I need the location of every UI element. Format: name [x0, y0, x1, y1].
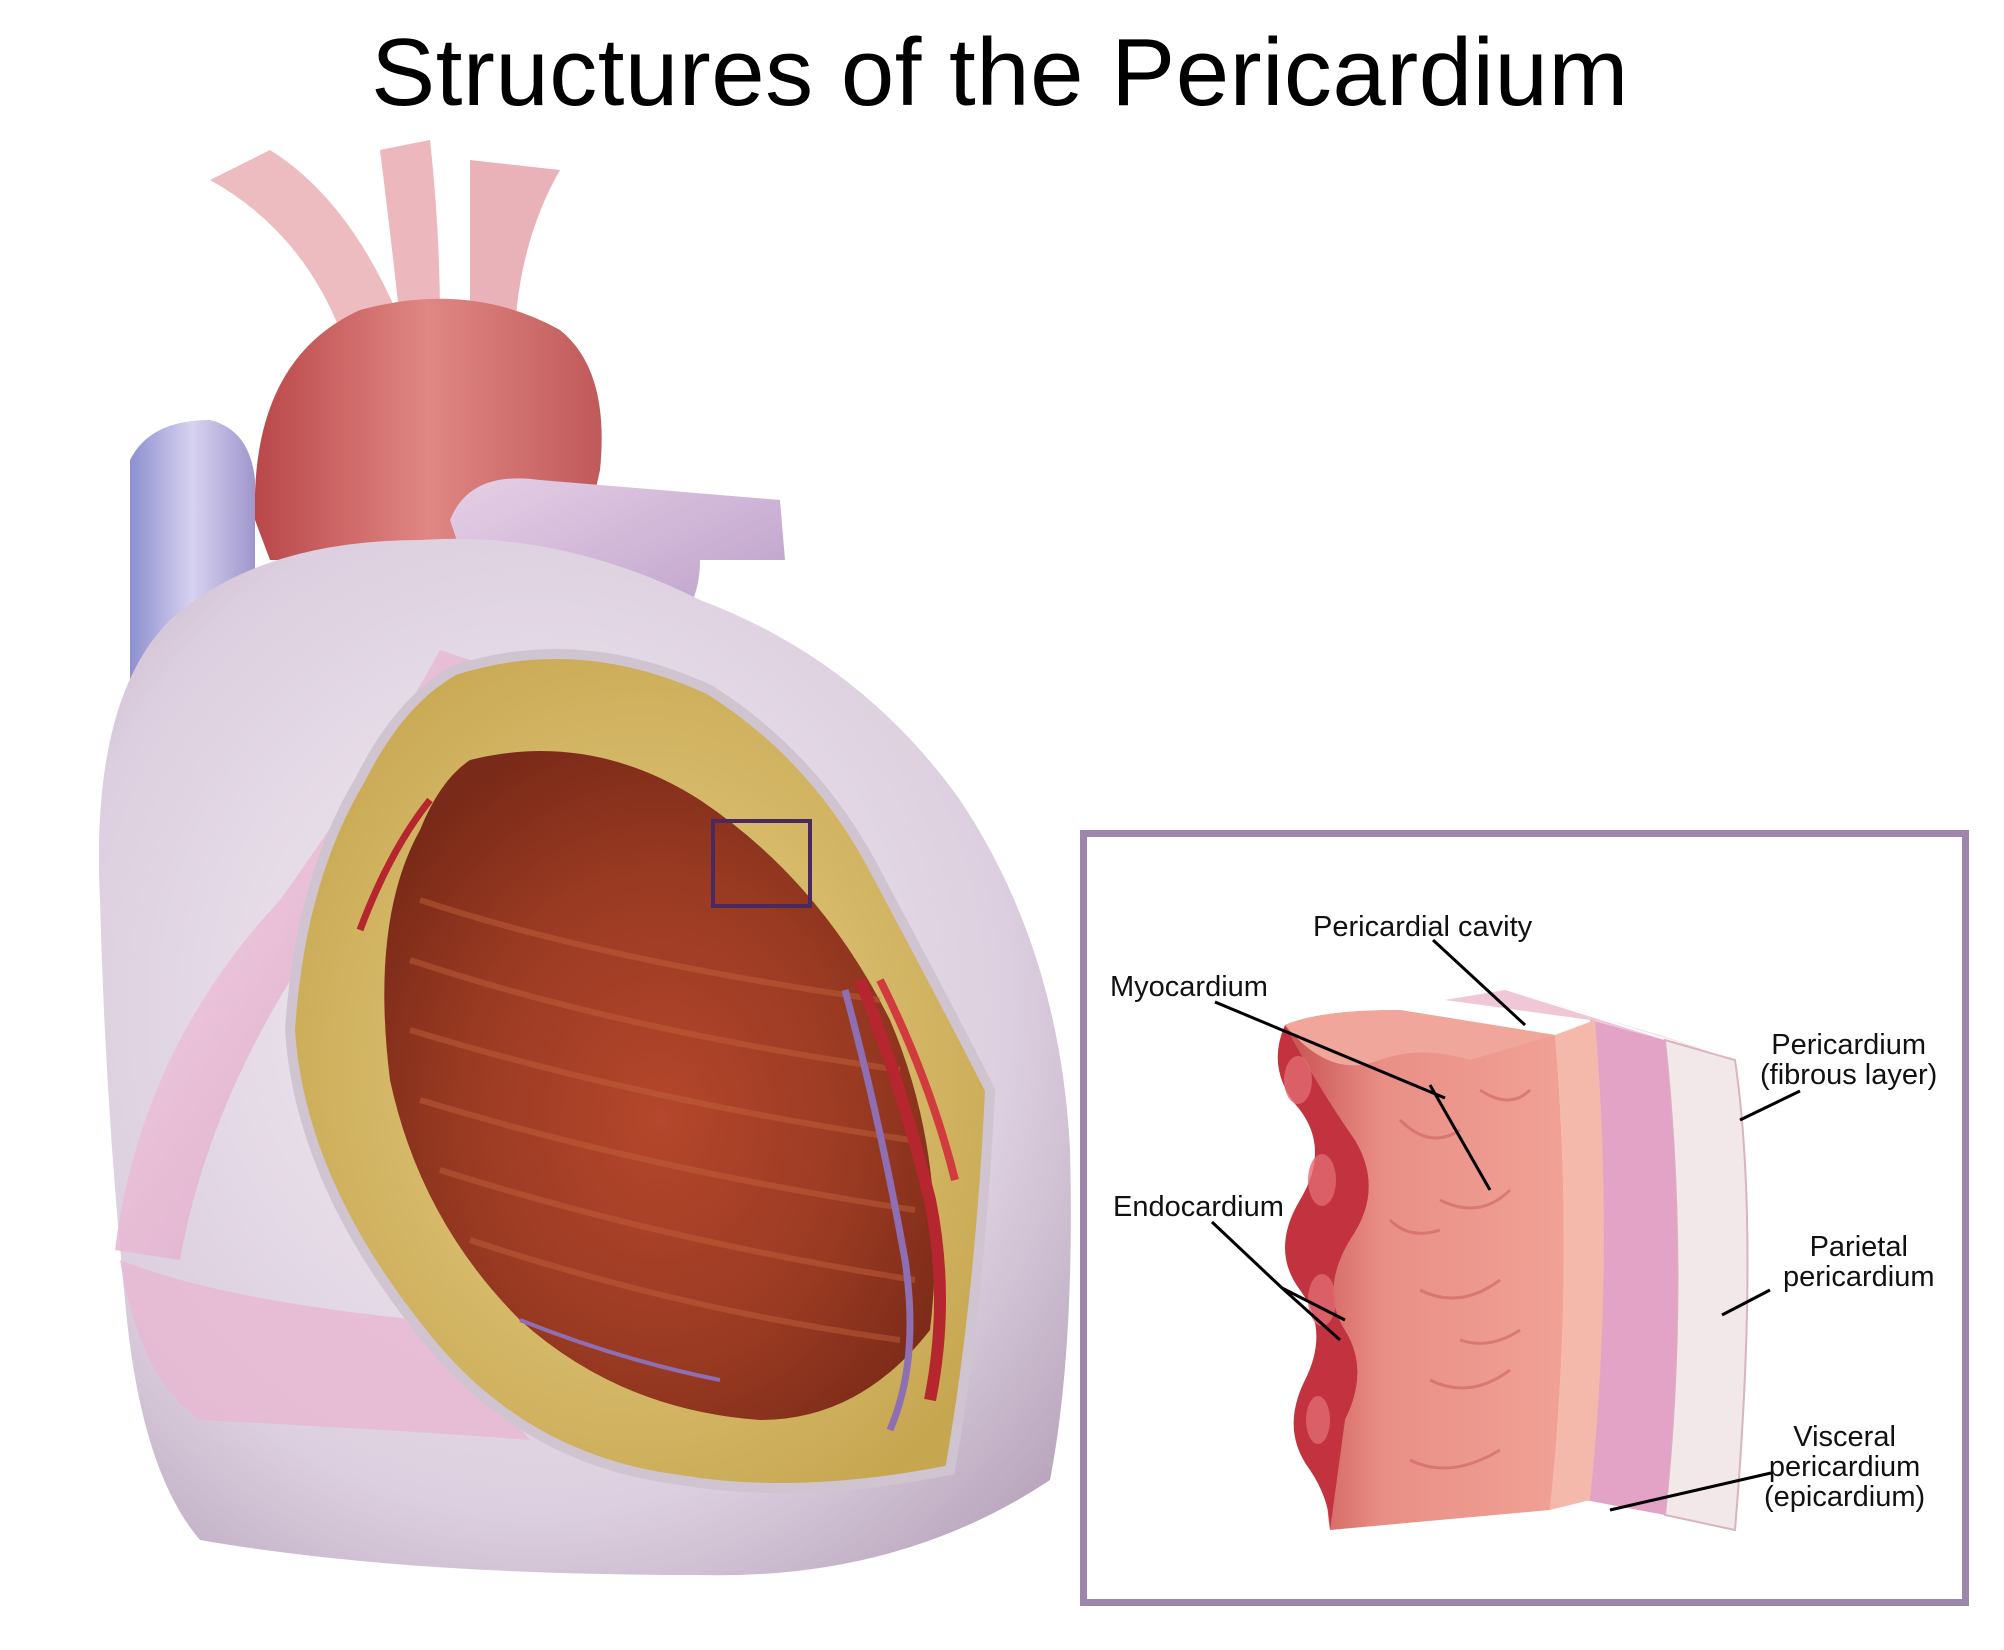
label-pericardium-fibrous: Pericardium (fibrous layer) [1760, 1029, 1938, 1091]
inset-frame [1080, 830, 1969, 1606]
zoom-box [711, 819, 812, 908]
label-pericardial-cavity: Pericardial cavity [1313, 911, 1533, 943]
myocardium-block [1285, 1010, 1564, 1530]
label-parietal-pericardium: Parietal pericardium [1783, 1231, 1935, 1293]
visceral-layer [1550, 1020, 1604, 1510]
leader-lines [1210, 938, 1801, 1512]
label-endocardium: Endocardium [1113, 1191, 1284, 1223]
label-visceral-pericardium: Visceral pericardium (epicardium) [1764, 1421, 1926, 1513]
diagram-title: Structures of the Pericardium [371, 19, 1629, 126]
label-myocardium: Myocardium [1110, 971, 1268, 1003]
coronary-vessels [356, 797, 959, 1432]
pericardial-cavity-layer [1585, 1020, 1678, 1515]
